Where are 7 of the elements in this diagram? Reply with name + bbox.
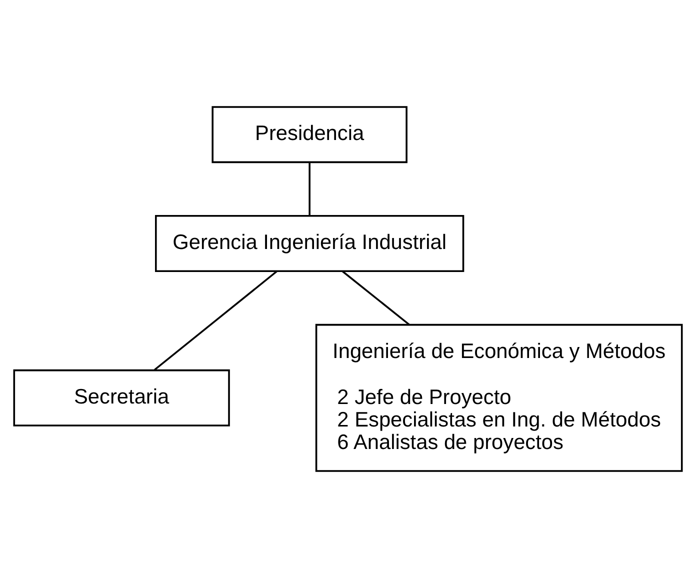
connector [154, 270, 278, 371]
node-box: Presidencia [212, 106, 408, 164]
connector [308, 162, 310, 216]
node-box: Secretaria [13, 369, 230, 426]
connector [342, 270, 410, 326]
node-box: Ingeniería de Económica y Métodos 2 Jefe de Proyecto 2 Especialistas en Ing. de Métodos 6 Analistas de proyectos [315, 324, 683, 472]
node-box: Gerencia Ingeniería Industrial [155, 215, 464, 272]
